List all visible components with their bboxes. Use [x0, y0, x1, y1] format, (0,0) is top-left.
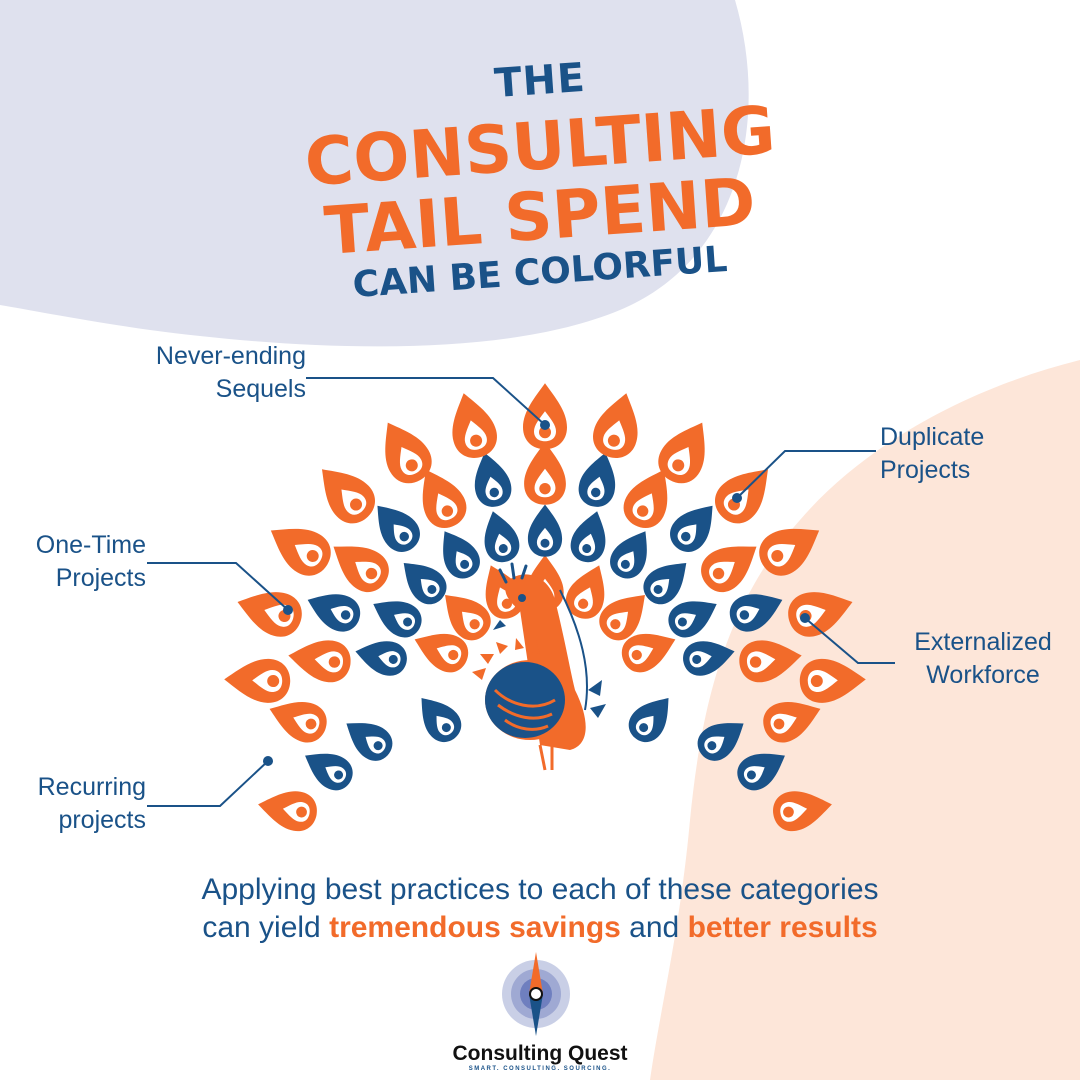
- leader-dot-duplicate: [732, 493, 742, 503]
- label-externalized-line2: Workforce: [926, 661, 1040, 689]
- feather-41: [751, 511, 831, 584]
- label-duplicate-projects: Duplicate Projects: [880, 421, 1070, 487]
- feather-47: [336, 709, 399, 768]
- feather-32: [231, 580, 308, 642]
- leader-dot-never-ending: [540, 420, 550, 430]
- peacock-body: [472, 562, 606, 771]
- feather-36: [442, 387, 502, 463]
- label-one-time-line1: One-Time: [35, 531, 146, 559]
- label-duplicate-line1: Duplicate: [880, 423, 985, 451]
- feather-46: [254, 784, 321, 835]
- compass-logo-icon: [502, 952, 570, 1036]
- leader-dot-one-time: [283, 605, 293, 615]
- feather-7: [351, 634, 411, 679]
- leader-never-ending: [306, 377, 546, 426]
- tagline-part2: can yield: [202, 911, 330, 944]
- label-never-ending-sequels: Never-ending Sequels: [96, 340, 306, 406]
- feather-11: [476, 506, 524, 567]
- tagline-part3: and: [620, 911, 688, 944]
- feather-51: [691, 709, 754, 768]
- label-duplicate-line2: Projects: [880, 456, 971, 484]
- label-one-time-line2: Projects: [55, 564, 146, 592]
- feather-24: [524, 442, 566, 505]
- leader-duplicate: [736, 450, 876, 499]
- leader-dot-recurring: [263, 756, 273, 766]
- feather-13: [566, 506, 614, 567]
- label-externalized-workforce: Externalized Workforce: [893, 626, 1073, 692]
- logo-name: Consulting Quest: [452, 1042, 628, 1065]
- label-never-ending-line1: Never-ending: [155, 342, 306, 370]
- tagline-highlight-results: better results: [687, 911, 878, 944]
- feather-42: [782, 580, 859, 642]
- feather-50: [769, 784, 836, 835]
- label-recurring-line1: Recurring: [37, 773, 146, 801]
- feather-45: [296, 740, 359, 797]
- leader-one-time: [147, 562, 289, 611]
- label-recurring-line2: projects: [58, 806, 146, 834]
- feather-17: [679, 634, 739, 679]
- feather-52: [408, 686, 469, 749]
- feather-12: [527, 504, 563, 557]
- label-recurring-projects: Recurring projects: [0, 771, 146, 837]
- logo-tagline: SMART. CONSULTING. SOURCING.: [468, 1066, 612, 1072]
- feather-34: [306, 454, 384, 533]
- label-never-ending-line2: Sequels: [215, 375, 306, 403]
- feather-38: [588, 387, 648, 463]
- feather-29: [724, 583, 790, 638]
- feather-18: [285, 634, 354, 685]
- feather-49: [731, 740, 794, 797]
- leader-dot-externalized: [800, 613, 810, 623]
- feather-30: [736, 634, 805, 685]
- leader-recurring: [147, 760, 269, 807]
- feather-53: [621, 686, 682, 749]
- peach-blob: [650, 360, 1080, 1080]
- lavender-blob: [0, 0, 749, 347]
- feather-40: [706, 454, 784, 533]
- label-one-time-projects: One-Time Projects: [0, 529, 146, 595]
- feather-33: [259, 511, 339, 584]
- label-externalized-line1: Externalized: [914, 628, 1052, 656]
- leader-lines: [147, 377, 895, 807]
- feather-37: [523, 383, 567, 450]
- feather-43: [799, 657, 867, 704]
- tagline-line1: Applying best practices to each of these…: [201, 873, 879, 906]
- leader-externalized: [804, 617, 895, 664]
- feather-31: [223, 657, 291, 704]
- tagline: Applying best practices to each of these…: [0, 871, 1080, 947]
- tagline-line2: can yield tremendous savings and better …: [0, 909, 1080, 947]
- tagline-highlight-savings: tremendous savings: [329, 911, 621, 944]
- feather-19: [300, 583, 366, 638]
